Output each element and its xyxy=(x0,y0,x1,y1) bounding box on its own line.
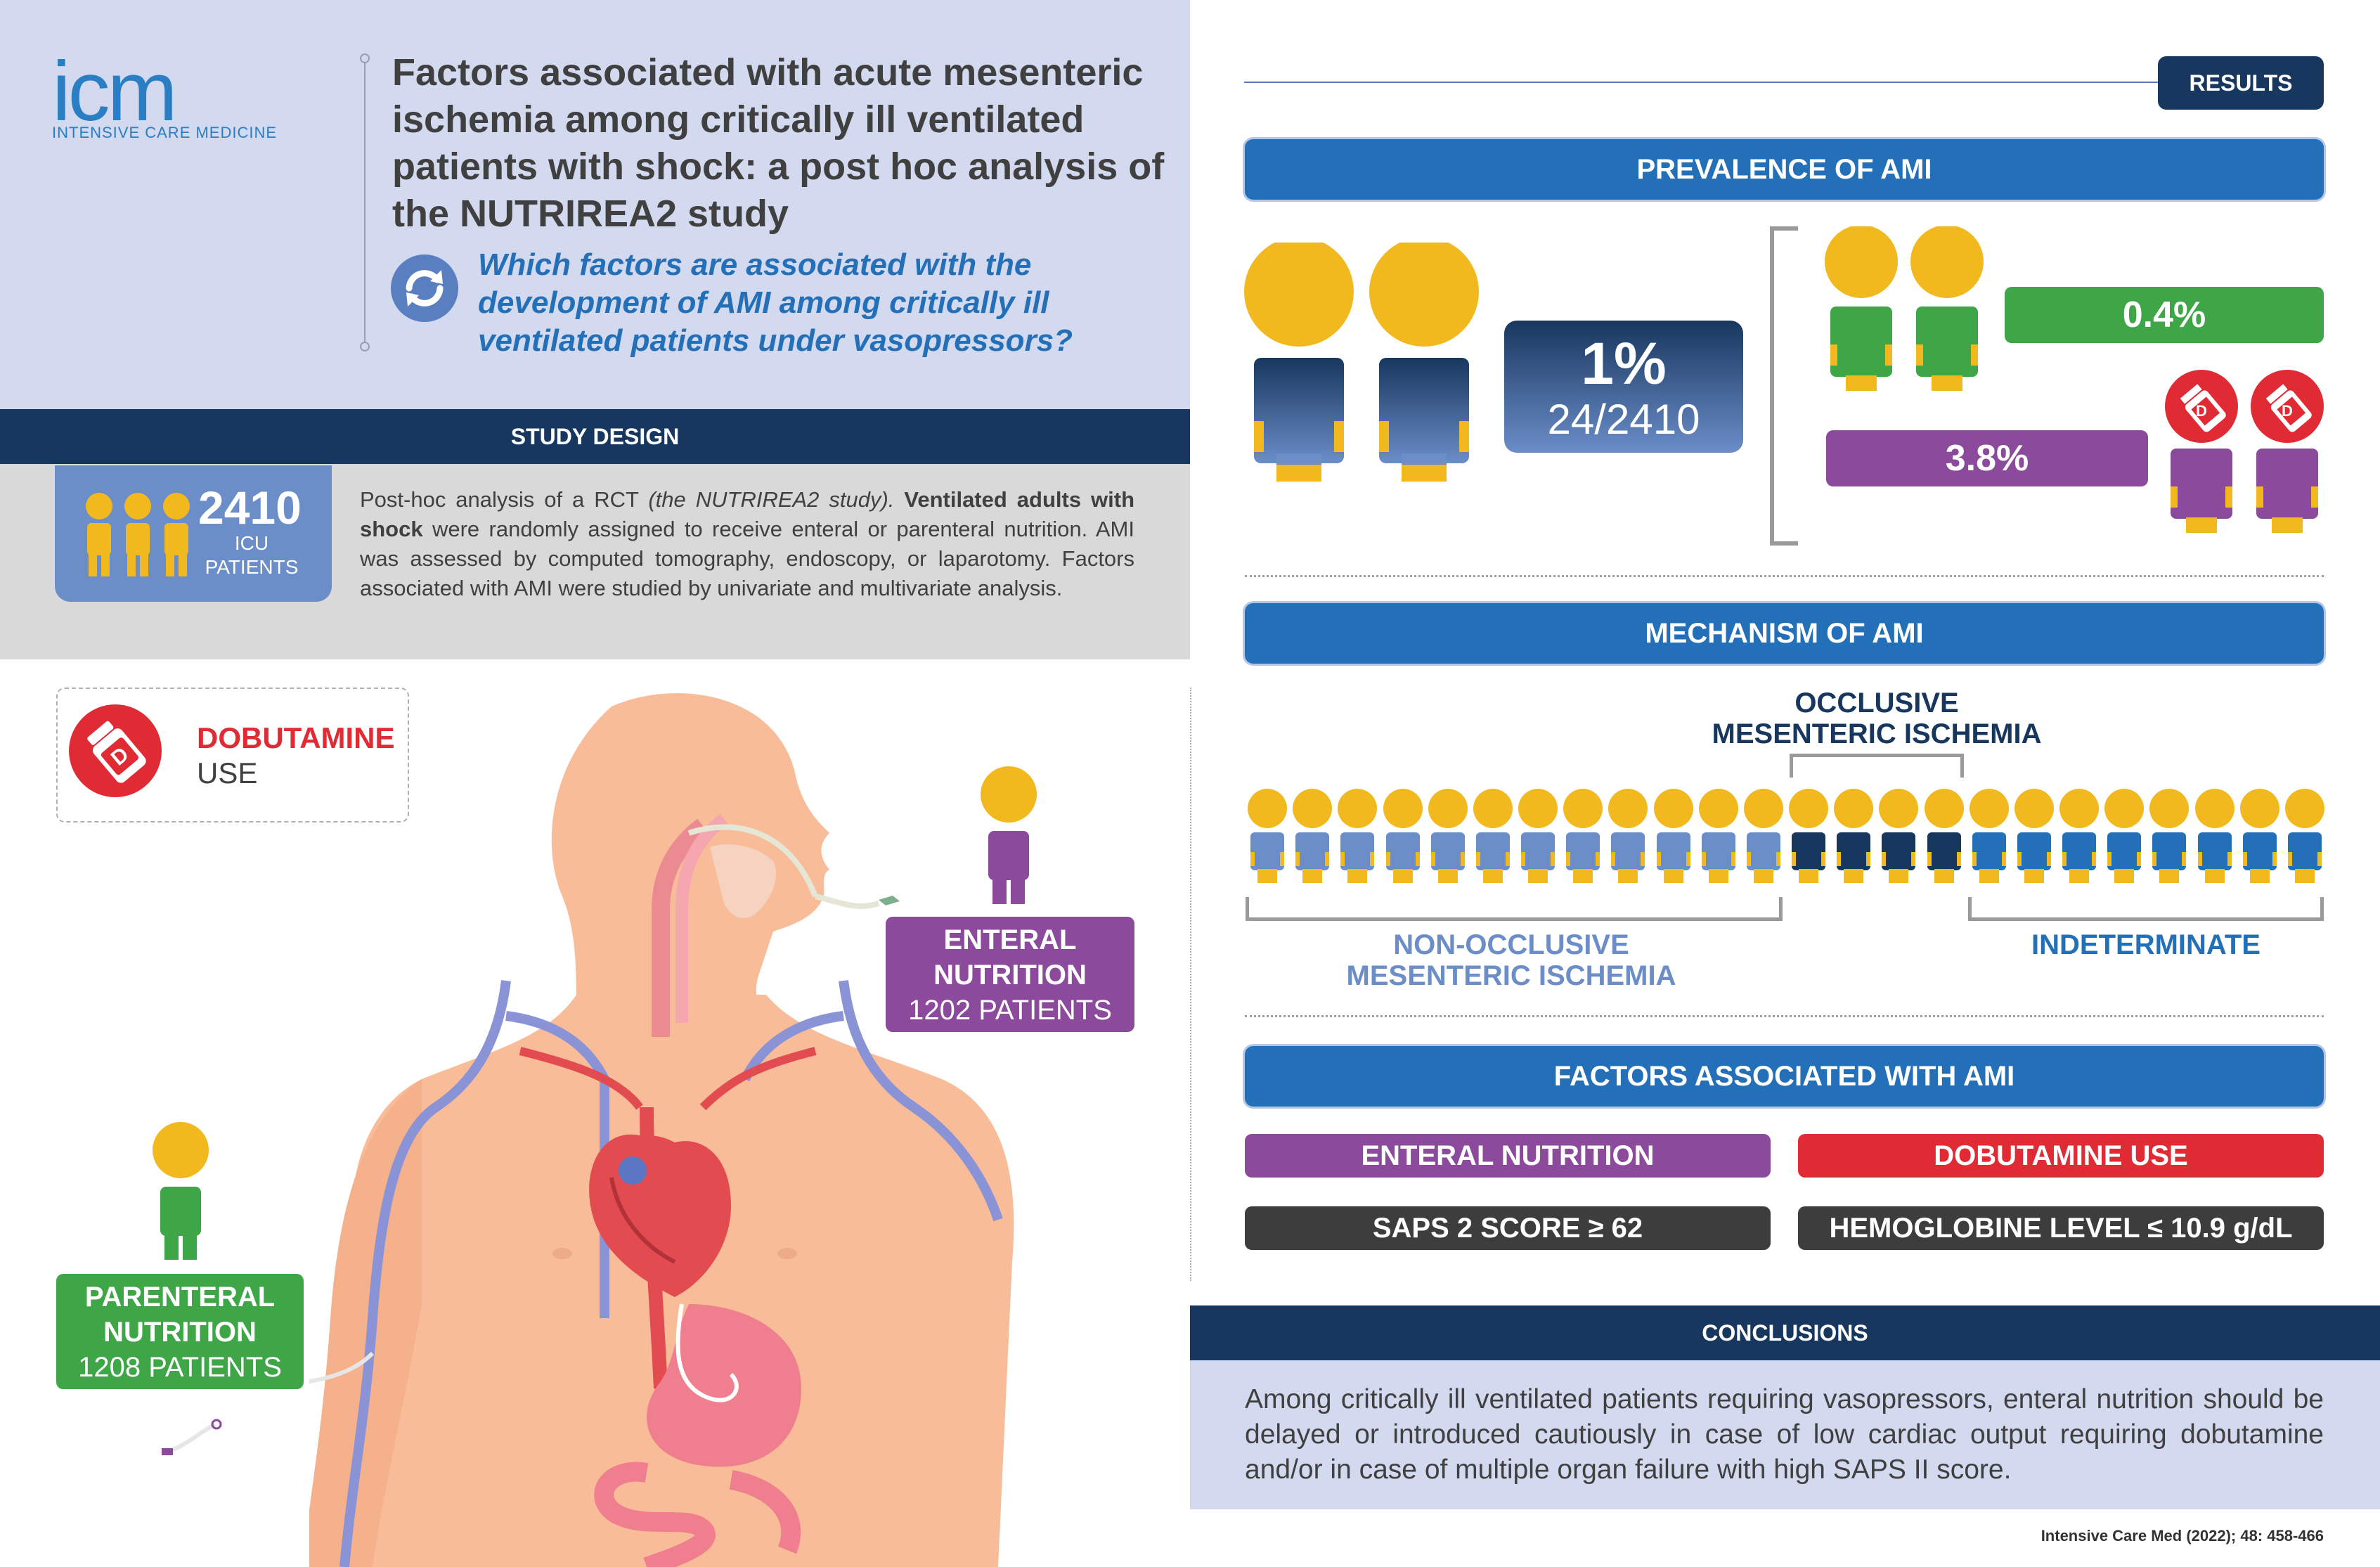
bracket xyxy=(1770,226,1798,546)
page-title: Factors associated with acute mesenteric… xyxy=(392,51,1165,235)
nipple-left xyxy=(552,1248,572,1259)
non-occlusive-bracket xyxy=(1246,897,1783,921)
prevalence-header: PREVALENCE OF AMI xyxy=(1245,139,2324,200)
overall-population-icon xyxy=(1244,243,1479,482)
heart-detail xyxy=(609,1177,676,1264)
column-divider xyxy=(1190,688,1191,1281)
conclusions-header: CONCLUSIONS xyxy=(1190,1305,2380,1360)
factor-hemoglobine-level: HEMOGLOBINE LEVEL ≤ 10.9 g/dL xyxy=(1798,1206,2324,1250)
stomach xyxy=(647,1304,801,1467)
non-occlusive-person xyxy=(1698,789,1738,883)
non-occlusive-person xyxy=(1518,789,1558,883)
non-occlusive-person xyxy=(1428,789,1468,883)
nipple-right xyxy=(777,1248,797,1259)
occlusive-bracket xyxy=(1790,754,1964,778)
svg-text:D: D xyxy=(2196,402,2207,420)
citation: Intensive Care Med (2022); 48: 458-466 xyxy=(2041,1527,2324,1545)
section-separator xyxy=(1245,1015,2324,1017)
tube-in-stomach xyxy=(675,1303,739,1402)
indeterminate-person xyxy=(2239,789,2279,883)
enteral-group-icon xyxy=(1825,226,1984,391)
study-design-header: STUDY DESIGN xyxy=(0,409,1190,464)
divider-dot-bottom xyxy=(360,342,370,352)
factor-dobutamine-use: DOBUTAMINE USE xyxy=(1798,1134,2324,1178)
non-occlusive-label: NON-OCCLUSIVE MESENTERIC ISCHEMIA xyxy=(1346,929,1676,991)
study-design-text: Post-hoc analysis of a RCT (the NUTRIREA… xyxy=(360,487,1134,600)
question-icon xyxy=(391,254,458,322)
tube-connector xyxy=(879,896,900,905)
indeterminate-person xyxy=(2104,789,2145,883)
dobutamine-group-icon: D D xyxy=(2165,370,2324,533)
patients-count-card xyxy=(55,465,332,602)
dobutamine-card xyxy=(56,688,409,823)
occlusive-person xyxy=(1924,789,1964,883)
prevalence-percent: 1% xyxy=(1581,330,1667,396)
conclusions-panel xyxy=(1190,1360,2380,1509)
enteral-prevalence-bar: 0.4% xyxy=(2005,287,2324,343)
patients-count: 2410 xyxy=(198,482,302,534)
indeterminate-label: INDETERMINATE xyxy=(2031,929,2261,960)
indeterminate-person xyxy=(2149,789,2190,883)
iv-connector-icon xyxy=(162,1419,222,1455)
non-occlusive-person xyxy=(1743,789,1783,883)
anatomy-illustration xyxy=(309,692,1014,1567)
indeterminate-bracket xyxy=(1968,897,2324,921)
parenteral-nutrition-card: PARENTERAL NUTRITION 1208 PATIENTS xyxy=(56,1274,304,1389)
patients-group-icon xyxy=(86,493,190,576)
heart-valve xyxy=(619,1156,647,1185)
occlusive-label: OCCLUSIVE MESENTERIC ISCHEMIA xyxy=(1712,688,2042,749)
vein-right xyxy=(839,980,1003,1222)
divider-dot-top xyxy=(360,53,370,63)
research-question: Which factors are associated with the de… xyxy=(478,247,1073,358)
enteral-person-icon xyxy=(981,766,1037,904)
prevalence-card: 1% 24/2410 xyxy=(1504,321,1743,453)
parenteral-person-icon xyxy=(153,1122,209,1260)
dobutamine-label: DOBUTAMINE USE xyxy=(197,721,395,789)
indeterminate-person xyxy=(2284,789,2324,883)
iv-line xyxy=(309,1351,375,1384)
vein-left xyxy=(339,980,511,1567)
artery-branches xyxy=(519,1047,817,1111)
journal-logo: icm xyxy=(52,44,178,138)
feeding-tube xyxy=(687,824,880,910)
indeterminate-person xyxy=(1969,789,2009,883)
enteral-nutrition-card: ENTERAL NUTRITION 1202 PATIENTS xyxy=(886,917,1134,1032)
factor-enteral-nutrition: ENTERAL NUTRITION xyxy=(1245,1134,1771,1178)
non-occlusive-person xyxy=(1248,789,1288,883)
factor-saps2-score: SAPS 2 SCORE ≥ 62 xyxy=(1245,1206,1771,1250)
non-occlusive-person xyxy=(1383,789,1423,883)
occlusive-person xyxy=(1834,789,1874,883)
arm xyxy=(309,1079,422,1567)
intestines xyxy=(594,1462,801,1567)
non-occlusive-person xyxy=(1338,789,1378,883)
dobutamine-prevalence-bar: 3.8% xyxy=(1826,430,2148,486)
results-tab: RESULTS xyxy=(2158,56,2324,110)
mechanism-header: MECHANISM OF AMI xyxy=(1245,603,2324,664)
indeterminate-person xyxy=(2059,789,2100,883)
conclusions-text: Among critically ill ventilated patients… xyxy=(1245,1384,2324,1485)
divider xyxy=(364,58,366,346)
results-rule xyxy=(1244,82,2158,83)
dobutamine-vial-icon: D xyxy=(69,704,162,797)
non-occlusive-person xyxy=(1653,789,1693,883)
mouth xyxy=(710,844,776,918)
indeterminate-person xyxy=(2014,789,2054,883)
non-occlusive-person xyxy=(1473,789,1513,883)
non-occlusive-person xyxy=(1608,789,1648,883)
prevalence-fraction: 24/2410 xyxy=(1547,396,1700,443)
occlusive-person xyxy=(1879,789,1919,883)
journal-logo-subtitle: INTENSIVE CARE MEDICINE xyxy=(52,124,278,141)
patients-count-label: ICU PATIENTS xyxy=(205,532,299,578)
header-panel xyxy=(0,0,1190,409)
factors-header: FACTORS ASSOCIATED WITH AMI xyxy=(1245,1046,2324,1107)
non-occlusive-person xyxy=(1293,789,1333,883)
indeterminate-person xyxy=(2194,789,2235,883)
occlusive-person xyxy=(1789,789,1829,883)
svg-text:D: D xyxy=(2282,402,2293,420)
mechanism-people-row xyxy=(1245,789,2327,887)
section-separator xyxy=(1245,575,2324,577)
non-occlusive-person xyxy=(1563,789,1603,883)
